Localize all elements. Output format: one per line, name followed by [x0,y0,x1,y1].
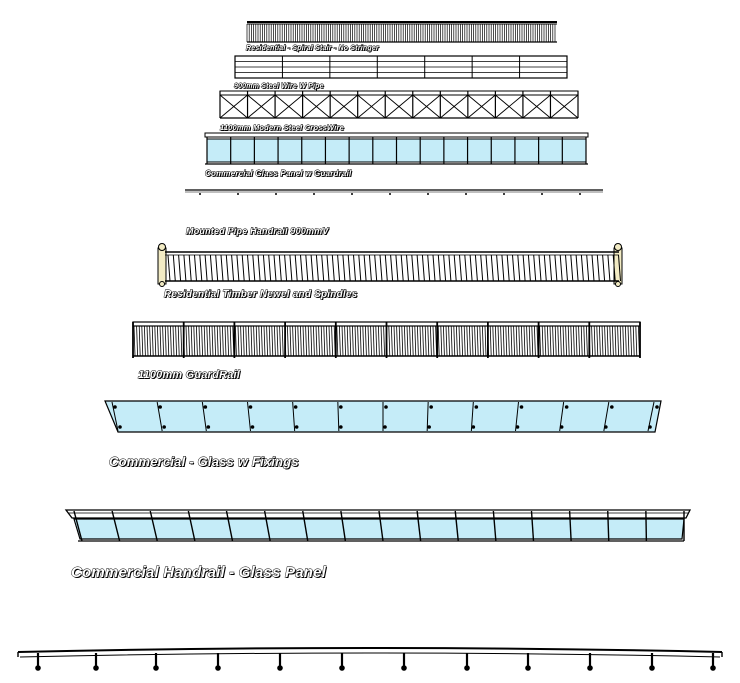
railing-elevations [17,21,723,671]
rail-steel-wire-pipe [234,55,568,79]
rail-mounted-pipe-handrail [185,189,603,195]
label-residential-spiral-stair: Residential - Spiral Stair - No Stringer [246,45,380,53]
label-mounted-pipe-handrail: Mounted Pipe Handrail 900mmV [186,226,329,237]
label-guardrail-1100: 1100mm GuardRail [138,369,241,382]
label-commercial-glass-guardrail: Commercial Glass Panel w Guardrail [205,169,352,179]
label-modern-steel-crosswire: 1100mm Modern Steel CrossWire [220,123,345,133]
label-commercial-handrail-glass-panel: Commercial Handrail - Glass Panel [71,564,327,582]
label-steel-wire-pipe: 900mm Steel Wire W Pipe [234,83,324,91]
rail-commercial-glass-fixings [104,400,662,433]
rail-guardrail-1100 [132,321,641,358]
rail-residential-spiral [246,21,557,43]
label-commercial-glass-fixings: Commercial - Glass w Fixings [109,454,300,470]
label-timber-newel-spindles: Residential Timber Newel and Spindles [164,289,358,301]
rail-modern-steel-crosswire [219,90,579,119]
rail-commercial-handrail-glass-panel [64,509,692,542]
rail-pipe-handrail-bottom [17,647,723,671]
rail-commercial-glass-guardrail [204,132,589,165]
rail-timber-newel-spindles [157,243,623,287]
